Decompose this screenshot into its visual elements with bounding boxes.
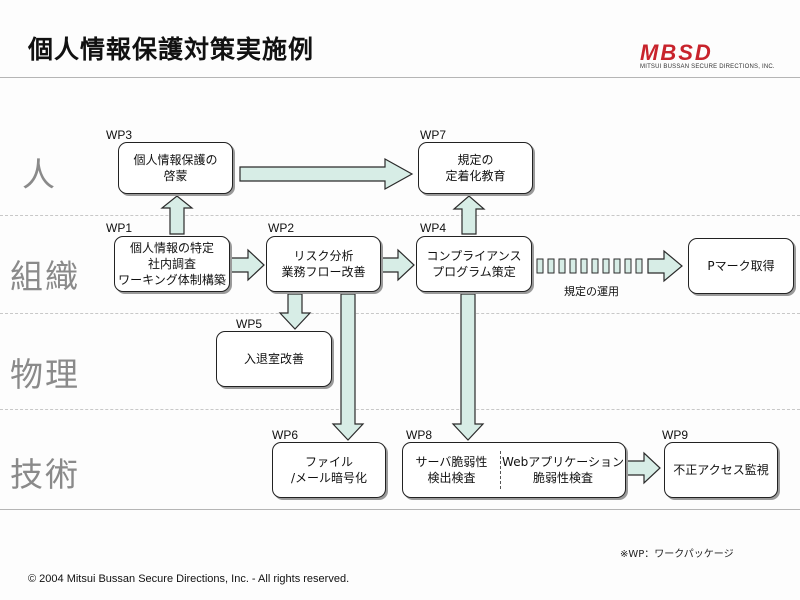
wp2-tag: WP2: [268, 221, 295, 235]
wp3-tag: WP3: [106, 128, 133, 142]
arrow-wp3-to-wp7: [239, 157, 414, 191]
arrow-wp1-to-wp2: [229, 248, 265, 282]
wp-note: ※WP：ワークパッケージ: [620, 549, 734, 560]
wp8-vulnerability-box: サーバ脆弱性 検出検査 Webアプリケーション 脆弱性検査: [402, 442, 626, 498]
logo-text: MBSD: [640, 40, 713, 65]
pmark-line-1: Pマーク取得: [707, 259, 775, 273]
wp6-encryption-box: ファイル /メール暗号化: [272, 442, 386, 498]
company-logo: MBSD MITSUI BUSSAN SECURE DIRECTIONS, IN…: [640, 40, 780, 74]
wp1-line-3: ワーキング体制構築: [118, 273, 226, 287]
wp2-risk-analysis-box: リスク分析 業務フロー改善: [266, 236, 381, 292]
operation-label: 規定の運用: [564, 285, 619, 298]
pmark-box: Pマーク取得: [688, 238, 794, 294]
wp8-divider: [500, 451, 501, 489]
arrow-wp2-to-wp4: [380, 248, 415, 282]
wp4-tag: WP4: [420, 221, 447, 235]
wp8-tag: WP8: [406, 428, 433, 442]
wp4-line-1: コンプライアンス: [426, 249, 522, 263]
row-label-physical: 物理: [10, 355, 80, 394]
wp1-survey-box: 個人情報の特定 社内調査 ワーキング体制構築: [114, 236, 230, 292]
row-label-technical: 技術: [10, 455, 80, 494]
wp5-line-1: 入退室改善: [243, 352, 304, 366]
row-divider: [0, 409, 800, 410]
wp9-line-1: 不正アクセス監視: [673, 463, 769, 477]
row-label-people: 人: [22, 155, 57, 194]
row-divider: [0, 313, 800, 314]
arrow-wp4-to-wp8: [451, 293, 485, 441]
header-divider: [0, 77, 800, 78]
bottom-divider: [0, 509, 800, 510]
wp8-left-line-1: サーバ脆弱性: [415, 455, 488, 469]
wp3-awareness-box: 個人情報保護の 啓蒙: [118, 142, 233, 194]
wp4-line-2: プログラム策定: [432, 265, 516, 279]
wp6-line-2: /メール暗号化: [290, 471, 368, 485]
wp2-line-1: リスク分析: [293, 249, 354, 263]
wp4-compliance-box: コンプライアンス プログラム策定: [416, 236, 532, 292]
row-label-organization: 組織: [10, 257, 80, 296]
arrow-wp2-to-wp6: [331, 293, 365, 441]
arrow-wp1-to-wp3: [160, 195, 194, 235]
wp1-line-2: 社内調査: [147, 257, 196, 271]
wp8-left-line-2: 検出検査: [427, 471, 476, 485]
wp6-line-1: ファイル: [304, 455, 353, 469]
wp1-tag: WP1: [106, 221, 133, 235]
logo-subtitle: MITSUI BUSSAN SECURE DIRECTIONS, INC.: [640, 64, 775, 70]
wp7-education-box: 規定の 定着化教育: [418, 142, 533, 194]
wp2-line-2: 業務フロー改善: [281, 265, 366, 279]
wp8-server-check: サーバ脆弱性 検出検査: [403, 443, 500, 497]
wp7-line-2: 定着化教育: [445, 169, 506, 183]
wp8-right-line-1: Webアプリケーション: [502, 455, 624, 469]
wp1-line-1: 個人情報の特定: [129, 241, 214, 255]
wp9-monitoring-box: 不正アクセス監視: [664, 442, 778, 498]
operation-dashes: [536, 258, 643, 274]
wp5-tag: WP5: [236, 317, 263, 331]
arrow-wp8-to-wp9: [626, 451, 661, 485]
wp3-line-2: 啓蒙: [163, 169, 188, 183]
wp7-line-1: 規定の: [457, 153, 494, 167]
arrow-wp4-to-wp7: [452, 195, 486, 235]
wp8-webapp-check: Webアプリケーション 脆弱性検査: [501, 443, 625, 497]
copyright-footer: © 2004 Mitsui Bussan Secure Directions, …: [28, 573, 350, 585]
arrow-wp2-to-wp5: [278, 293, 312, 330]
arrow-operation-head: [647, 249, 683, 283]
wp8-right-line-2: 脆弱性検査: [532, 471, 593, 485]
wp5-entry-exit-box: 入退室改善: [216, 331, 332, 387]
page-title: 個人情報保護対策実施例: [28, 35, 315, 64]
wp7-tag: WP7: [420, 128, 447, 142]
wp9-tag: WP9: [662, 428, 689, 442]
wp6-tag: WP6: [272, 428, 299, 442]
row-divider: [0, 215, 800, 216]
wp3-line-1: 個人情報保護の: [133, 153, 218, 167]
